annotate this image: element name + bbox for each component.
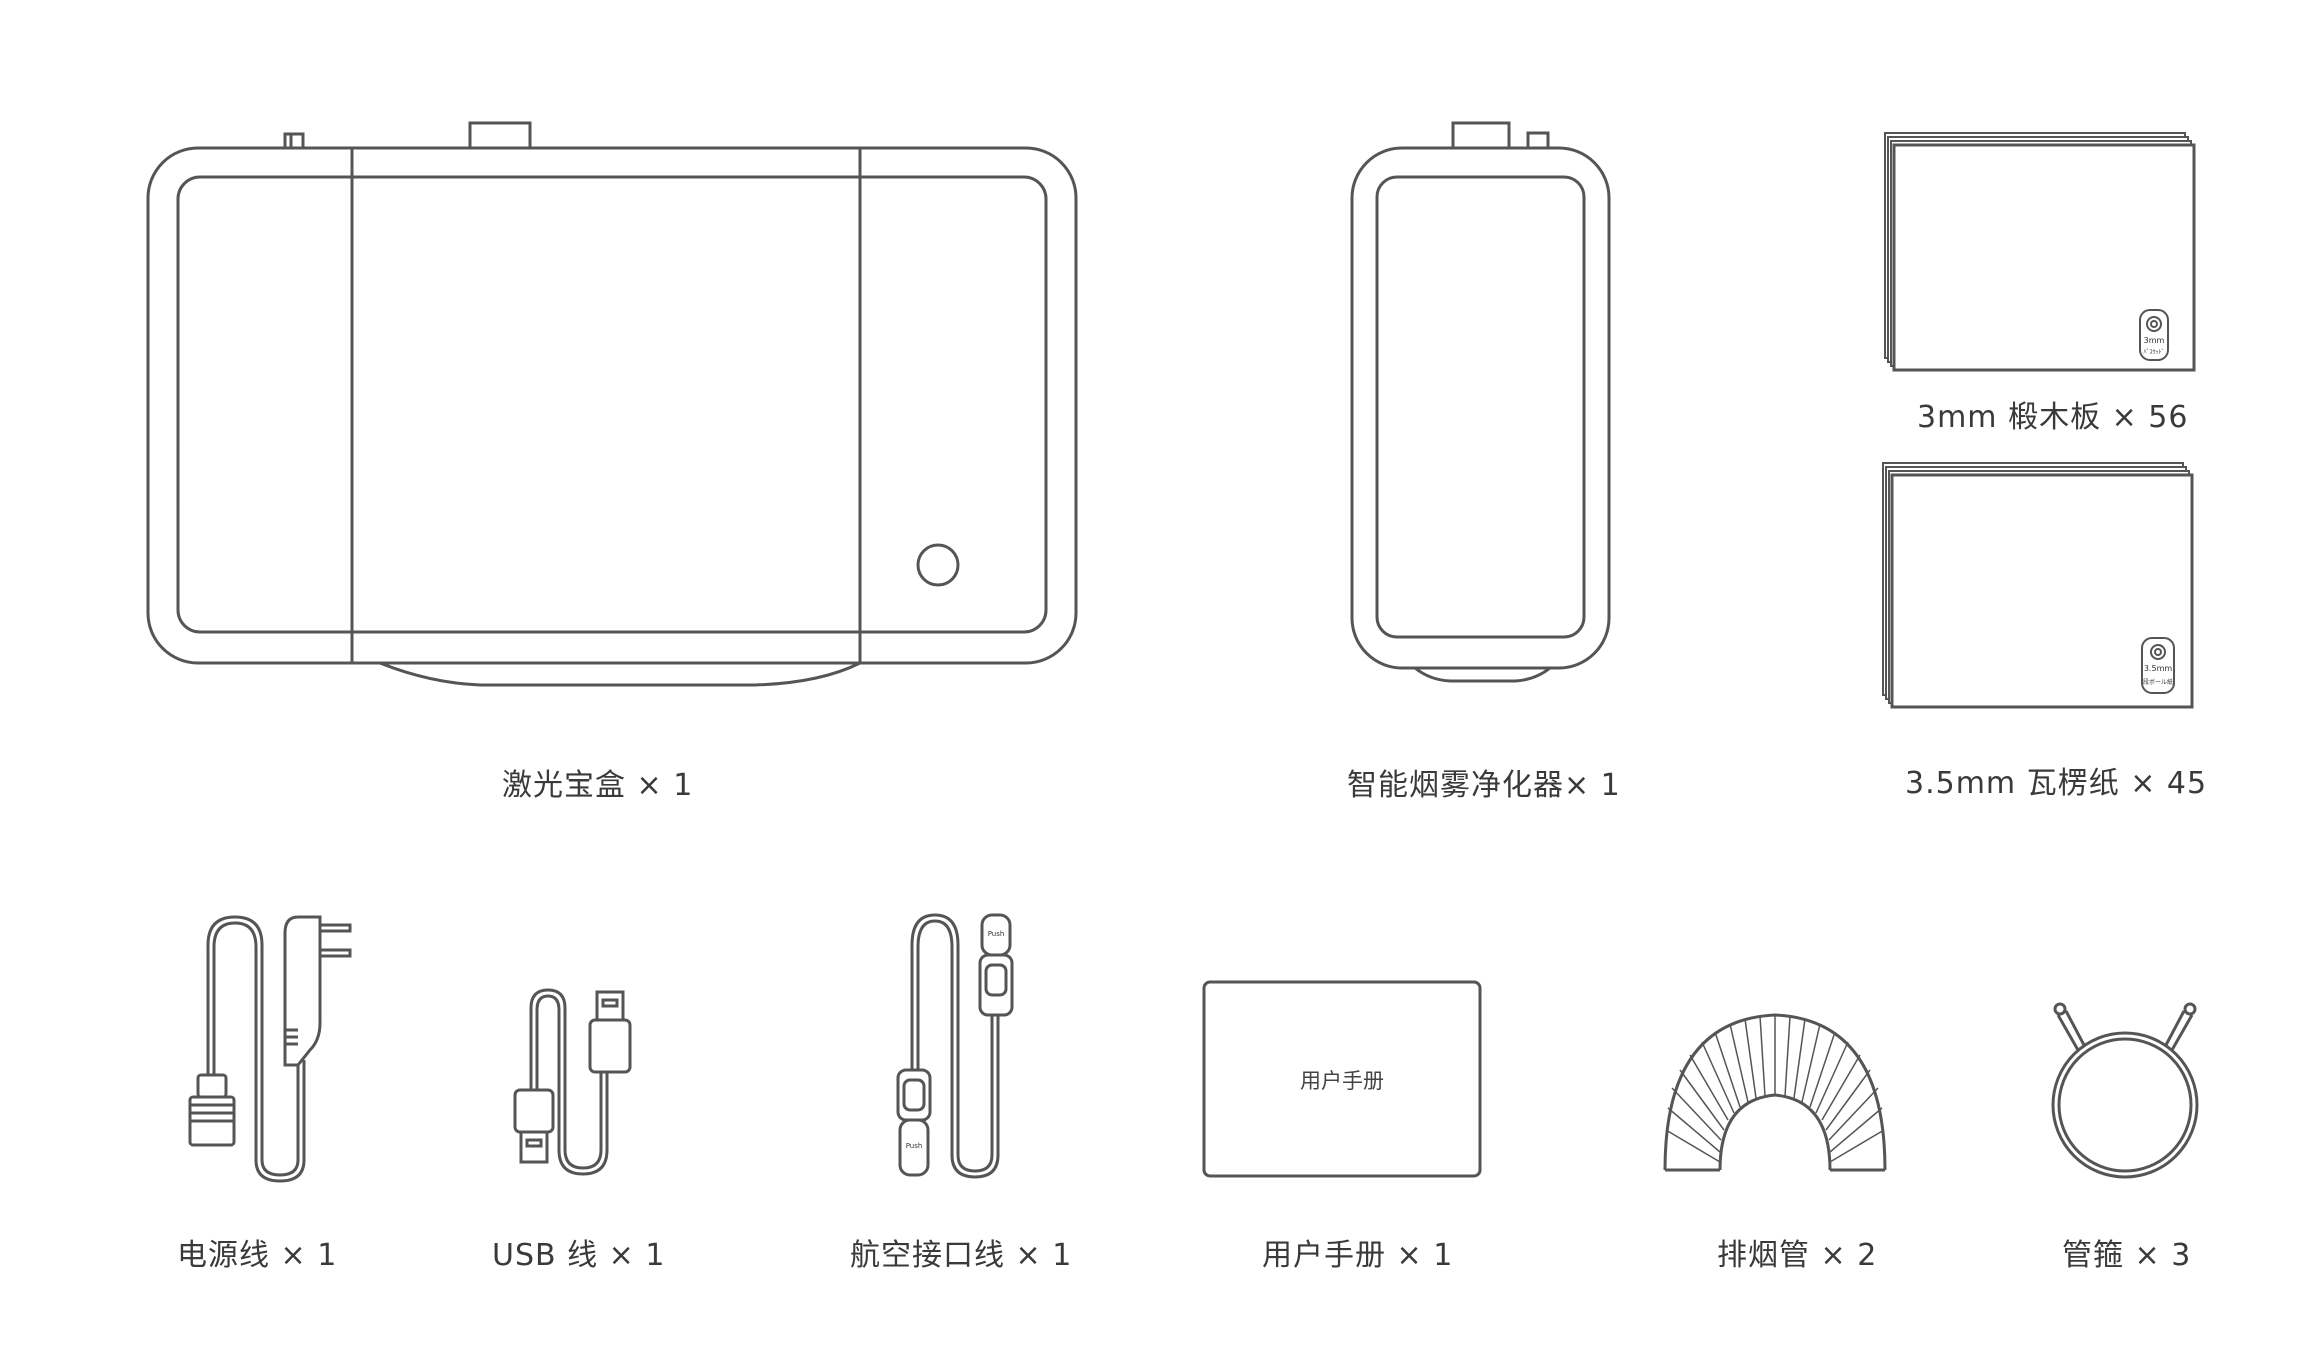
cardboard-illustration [1882,462,2194,709]
plywood-caption: 3mm 椴木板 × 56 [1917,400,2189,435]
plywood-item: 3mm ﾊﾞｽｳｯﾄﾞ [1880,130,2200,375]
aviation-cable-item: Push Push [890,905,1040,1185]
aviation-plug-bottom-label: Push [905,1142,923,1150]
exhaust-pipe-illustration [1663,1013,1887,1172]
aviation-cable-illustration [896,913,1014,1179]
exhaust-pipe-caption: 排烟管 × 2 [1717,1238,1878,1273]
usb-cable-illustration [513,988,632,1176]
exhaust-pipe-item [1660,1000,1890,1180]
aviation-plug-top-label: Push [987,930,1005,938]
usb-cable-item [505,980,655,1180]
cardboard-item: 3.5mm 段ボール紙 [1880,460,2200,710]
power-cord-illustration [188,915,352,1183]
cardboard-badge-line2: 段ボール紙 [2142,679,2173,686]
usb-cable-caption: USB 线 × 1 [492,1238,666,1273]
laser-box-caption: 激光宝盒 × 1 [502,768,694,803]
cardboard-caption: 3.5mm 瓦楞纸 × 45 [1905,766,2208,801]
laser-box-illustration [146,121,1078,687]
plywood-badge-line2: ﾊﾞｽｳｯﾄﾞ [2143,349,2165,356]
purifier-illustration [1350,121,1611,683]
hose-clamp-illustration [2051,1002,2199,1179]
hose-clamp-item [2040,995,2210,1185]
manual-caption: 用户手册 × 1 [1262,1238,1454,1273]
manual-item: 用户手册 [1202,980,1482,1178]
plywood-illustration [1884,132,2196,372]
laser-box-item [140,115,1090,695]
purifier-item [1340,115,1620,695]
purifier-caption: 智能烟雾净化器× 1 [1347,768,1621,803]
hose-clamp-caption: 管箍 × 3 [2062,1238,2192,1273]
manual-illustration [1202,980,1482,1178]
power-cord-caption: 电源线 × 1 [177,1238,338,1273]
aviation-cable-caption: 航空接口线 × 1 [850,1238,1073,1273]
manual-cover-text: 用户手册 [1300,1069,1384,1093]
plywood-badge-line1: 3mm [2143,336,2165,345]
cardboard-badge-line1: 3.5mm [2143,664,2173,673]
power-cord-item [180,905,380,1185]
